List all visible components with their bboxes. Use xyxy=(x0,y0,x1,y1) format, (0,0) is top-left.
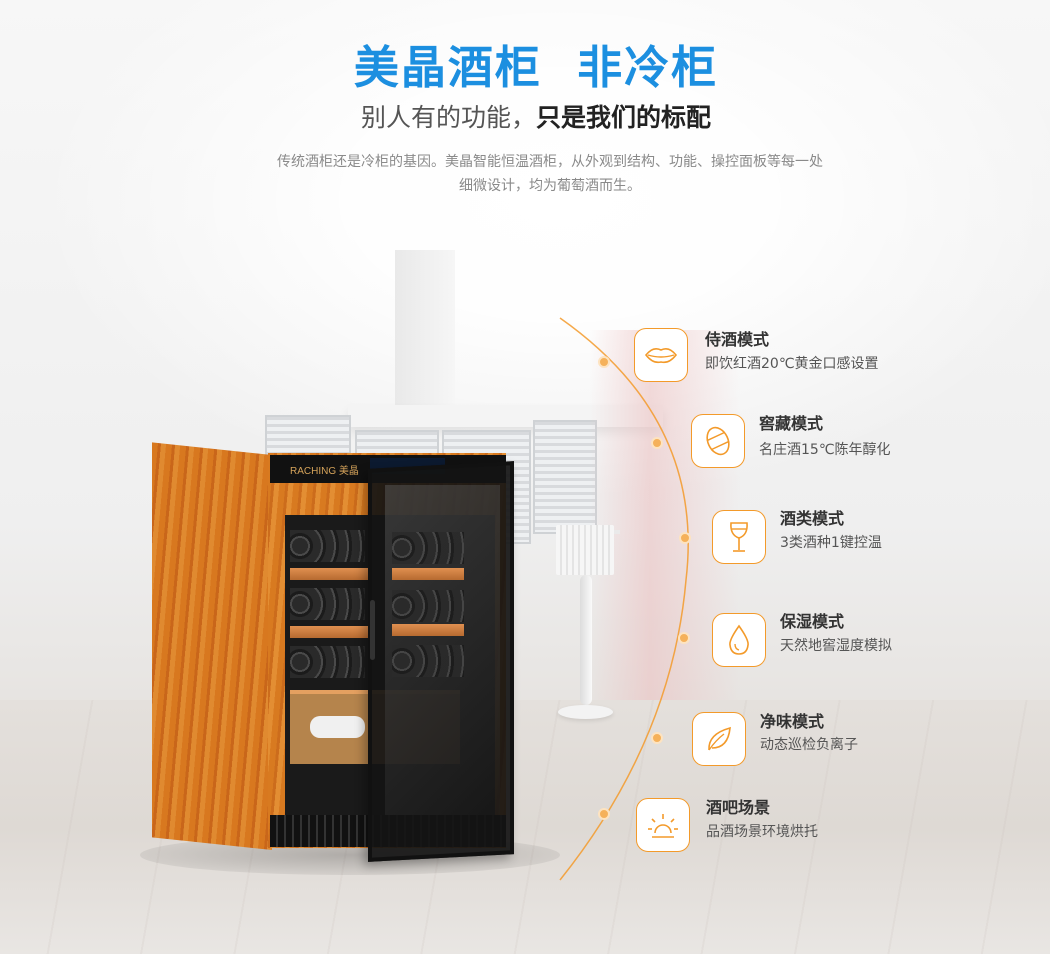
subtitle-bold: 只是我们的标配 xyxy=(536,103,712,132)
arc-dot xyxy=(679,532,691,544)
description-line: 细微设计，均为葡萄酒而生。 xyxy=(459,178,641,194)
bottle-row xyxy=(392,590,464,622)
floor-lamp-shade xyxy=(556,525,614,575)
arc-dot xyxy=(651,732,663,744)
feature-purify-mode xyxy=(692,712,746,766)
feature-desc: 3类酒种1键控温 xyxy=(780,535,882,551)
door-handle xyxy=(370,600,375,660)
feature-wine-type-mode xyxy=(712,510,766,564)
page-title: 美晶酒柜 非冷柜 xyxy=(353,41,719,94)
bottle-row xyxy=(290,646,365,678)
feature-title: 酒吧场景 xyxy=(706,798,771,817)
feature-desc: 名庄酒15℃陈年醇化 xyxy=(759,442,891,458)
feature-desc: 品酒场景环境烘托 xyxy=(706,824,818,840)
arc-dot xyxy=(678,632,690,644)
drawer-label-plate xyxy=(310,716,365,738)
ceiling-column xyxy=(395,250,455,410)
feature-title: 酒类模式 xyxy=(780,509,845,528)
bottle-row xyxy=(290,588,365,620)
arc-dot xyxy=(598,356,610,368)
wine-glass-icon xyxy=(730,522,748,552)
feature-cellar-mode xyxy=(691,414,745,468)
barrel-icon xyxy=(706,426,730,456)
description-line: 传统酒柜还是冷柜的基因。美晶智能恒温酒柜，从外观到结构、功能、操控面板等每一处 xyxy=(277,154,823,170)
page-description: 传统酒柜还是冷柜的基因。美晶智能恒温酒柜，从外观到结构、功能、操控面板等每一处 … xyxy=(215,150,885,198)
arc-dot xyxy=(598,808,610,820)
lips-icon xyxy=(644,348,678,364)
feature-title: 保湿模式 xyxy=(780,612,845,631)
feature-humidity-mode xyxy=(712,613,766,667)
page-subtitle: 别人有的功能，只是我们的标配 xyxy=(0,98,1050,138)
bottle-row xyxy=(392,532,464,564)
feature-title: 净味模式 xyxy=(760,712,825,731)
floor-lamp-base xyxy=(558,705,613,719)
wooden-shelf xyxy=(392,568,464,580)
bottle-row xyxy=(290,530,365,562)
water-drop-icon xyxy=(729,624,749,655)
light-icon xyxy=(648,814,678,838)
feature-title: 侍酒模式 xyxy=(705,330,770,349)
brand-logo: RACHING 美晶 xyxy=(290,466,359,477)
feature-desc: 动态巡检负离子 xyxy=(760,737,858,753)
subtitle-normal: 别人有的功能， xyxy=(360,103,536,132)
feature-title: 窖藏模式 xyxy=(759,414,824,433)
wooden-shelf xyxy=(290,568,370,580)
wooden-shelf xyxy=(392,624,464,636)
floor-lamp-pole xyxy=(580,575,592,705)
bottle-row xyxy=(392,645,464,677)
wooden-shelf xyxy=(290,626,370,638)
feature-bar-scene xyxy=(636,798,690,852)
feature-desc: 即饮红酒20℃黄金口感设置 xyxy=(705,356,879,372)
feature-desc: 天然地窖湿度模拟 xyxy=(780,638,892,654)
feature-serving-mode xyxy=(634,328,688,382)
arc-dot xyxy=(651,437,663,449)
leaf-icon xyxy=(708,726,731,751)
arc-line xyxy=(559,317,689,881)
